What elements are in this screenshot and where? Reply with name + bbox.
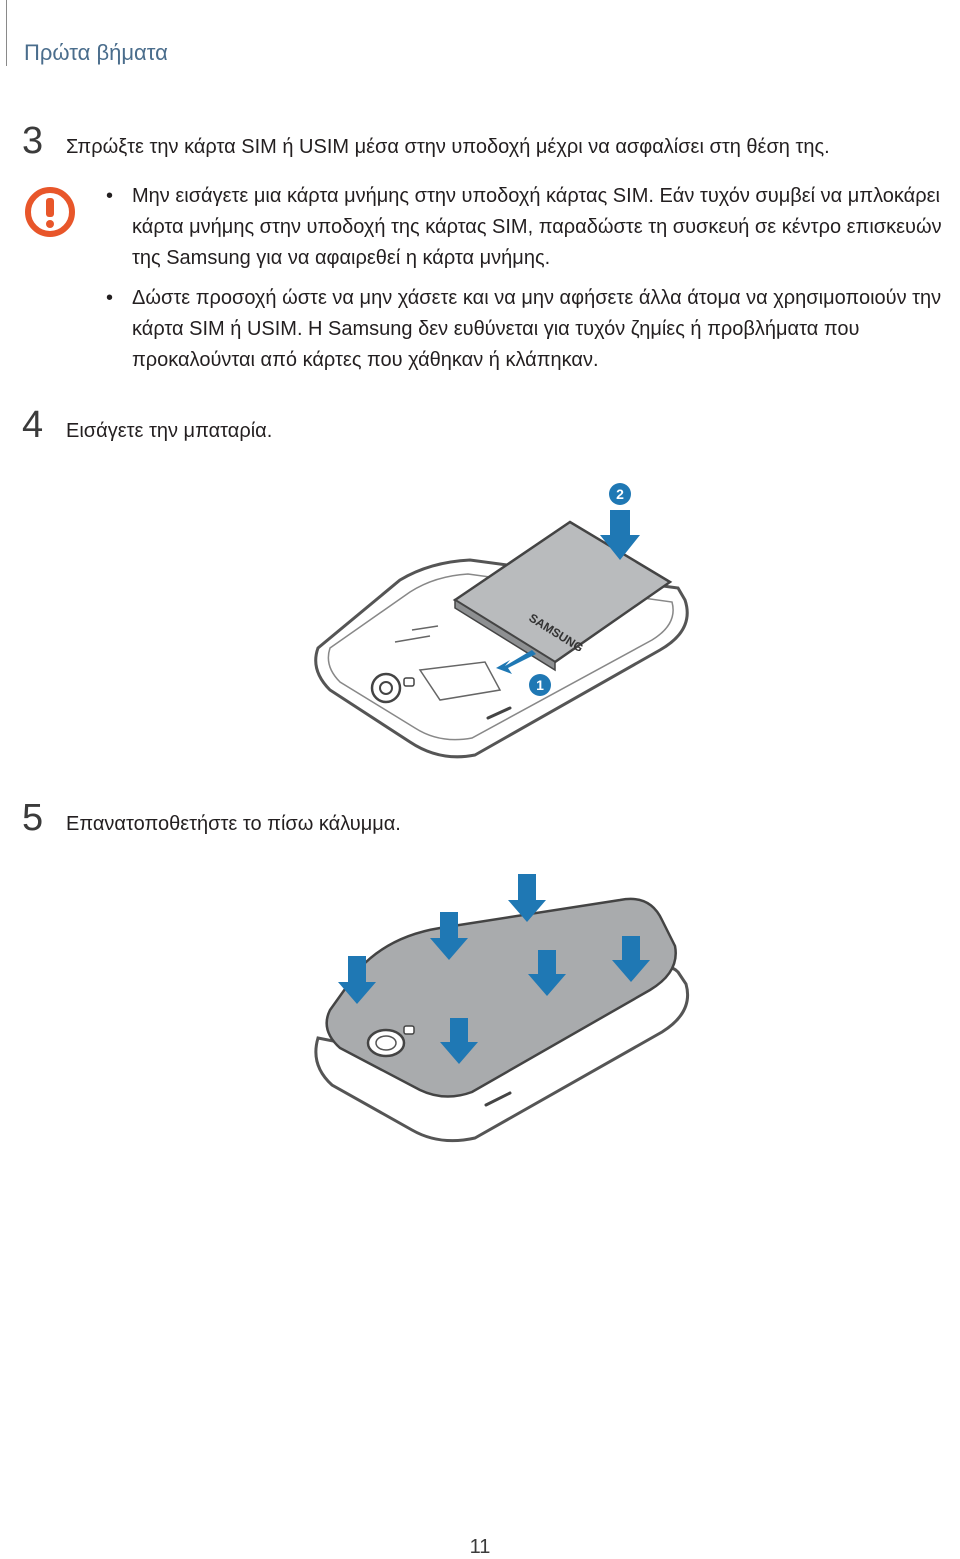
step-text: Εισάγετε την μπαταρία. — [66, 420, 273, 442]
warning-list: • Μην εισάγετε μια κάρτα μνήμης στην υπο… — [106, 181, 956, 385]
slot-detail-lines — [394, 625, 439, 643]
camera-flash — [403, 677, 415, 687]
callout-1-text: 1 — [536, 677, 544, 693]
callout-2-text: 2 — [616, 486, 624, 502]
callout-1-badge — [529, 674, 551, 696]
margin-rule — [6, 0, 7, 66]
step-3: 3 Σπρώξτε την κάρτα SIM ή USIM μέσα στην… — [22, 120, 830, 163]
step-text: Επανατοποθετήστε το πίσω κάλυμμα. — [66, 813, 401, 835]
caution-exclamation-icon — [25, 187, 75, 237]
warning-bullet: • Μην εισάγετε μια κάρτα μνήμης στην υπο… — [106, 181, 956, 274]
phone-inner-rim — [327, 573, 674, 741]
step-number: 5 — [22, 797, 44, 839]
press-arrow-icon — [430, 912, 468, 960]
section-title: Πρώτα βήματα — [24, 40, 168, 65]
camera-lens-inner — [379, 681, 393, 695]
step-number: 3 — [22, 120, 44, 162]
speaker-grille — [486, 706, 512, 720]
press-arrow-icon — [612, 936, 650, 982]
page-number: 11 — [469, 1536, 491, 1558]
sim-slot — [418, 661, 502, 701]
step-number: 4 — [22, 404, 44, 446]
cover-camera-hole-inner — [375, 1035, 397, 1051]
bullet-dot: • — [106, 185, 114, 207]
press-arrow-icon — [338, 956, 376, 1004]
warning-bullet: • Δώστε προσοχή ώστε να μην χάσετε και ν… — [106, 283, 956, 376]
press-arrow-icon — [440, 1018, 478, 1064]
step-5: 5 Επανατοποθετήστε το πίσω κάλυμμα. — [22, 797, 401, 840]
step-4: 4 Εισάγετε την μπαταρία. — [22, 404, 272, 447]
callout-2-badge — [609, 483, 631, 505]
bullet-dot: • — [106, 287, 114, 309]
press-arrow-icon — [508, 874, 546, 922]
arrow-1-icon — [496, 650, 536, 674]
back-cover — [325, 897, 677, 1098]
step-text: Σπρώξτε την κάρτα SIM ή USIM μέσα στην υ… — [66, 136, 830, 158]
arrow-2-icon — [600, 510, 640, 560]
warning-text: Μην εισάγετε μια κάρτα μνήμης στην υποδο… — [132, 185, 942, 269]
warning-text: Δώστε προσοχή ώστε να μην χάσετε και να … — [132, 287, 942, 371]
press-arrow-icon — [528, 950, 566, 996]
cover-flash-hole — [403, 1025, 415, 1035]
battery-insertion-illustration: SAMSUNG 1 2 — [314, 483, 689, 759]
speaker-grille — [484, 1091, 512, 1107]
back-cover-illustration — [314, 874, 689, 1143]
